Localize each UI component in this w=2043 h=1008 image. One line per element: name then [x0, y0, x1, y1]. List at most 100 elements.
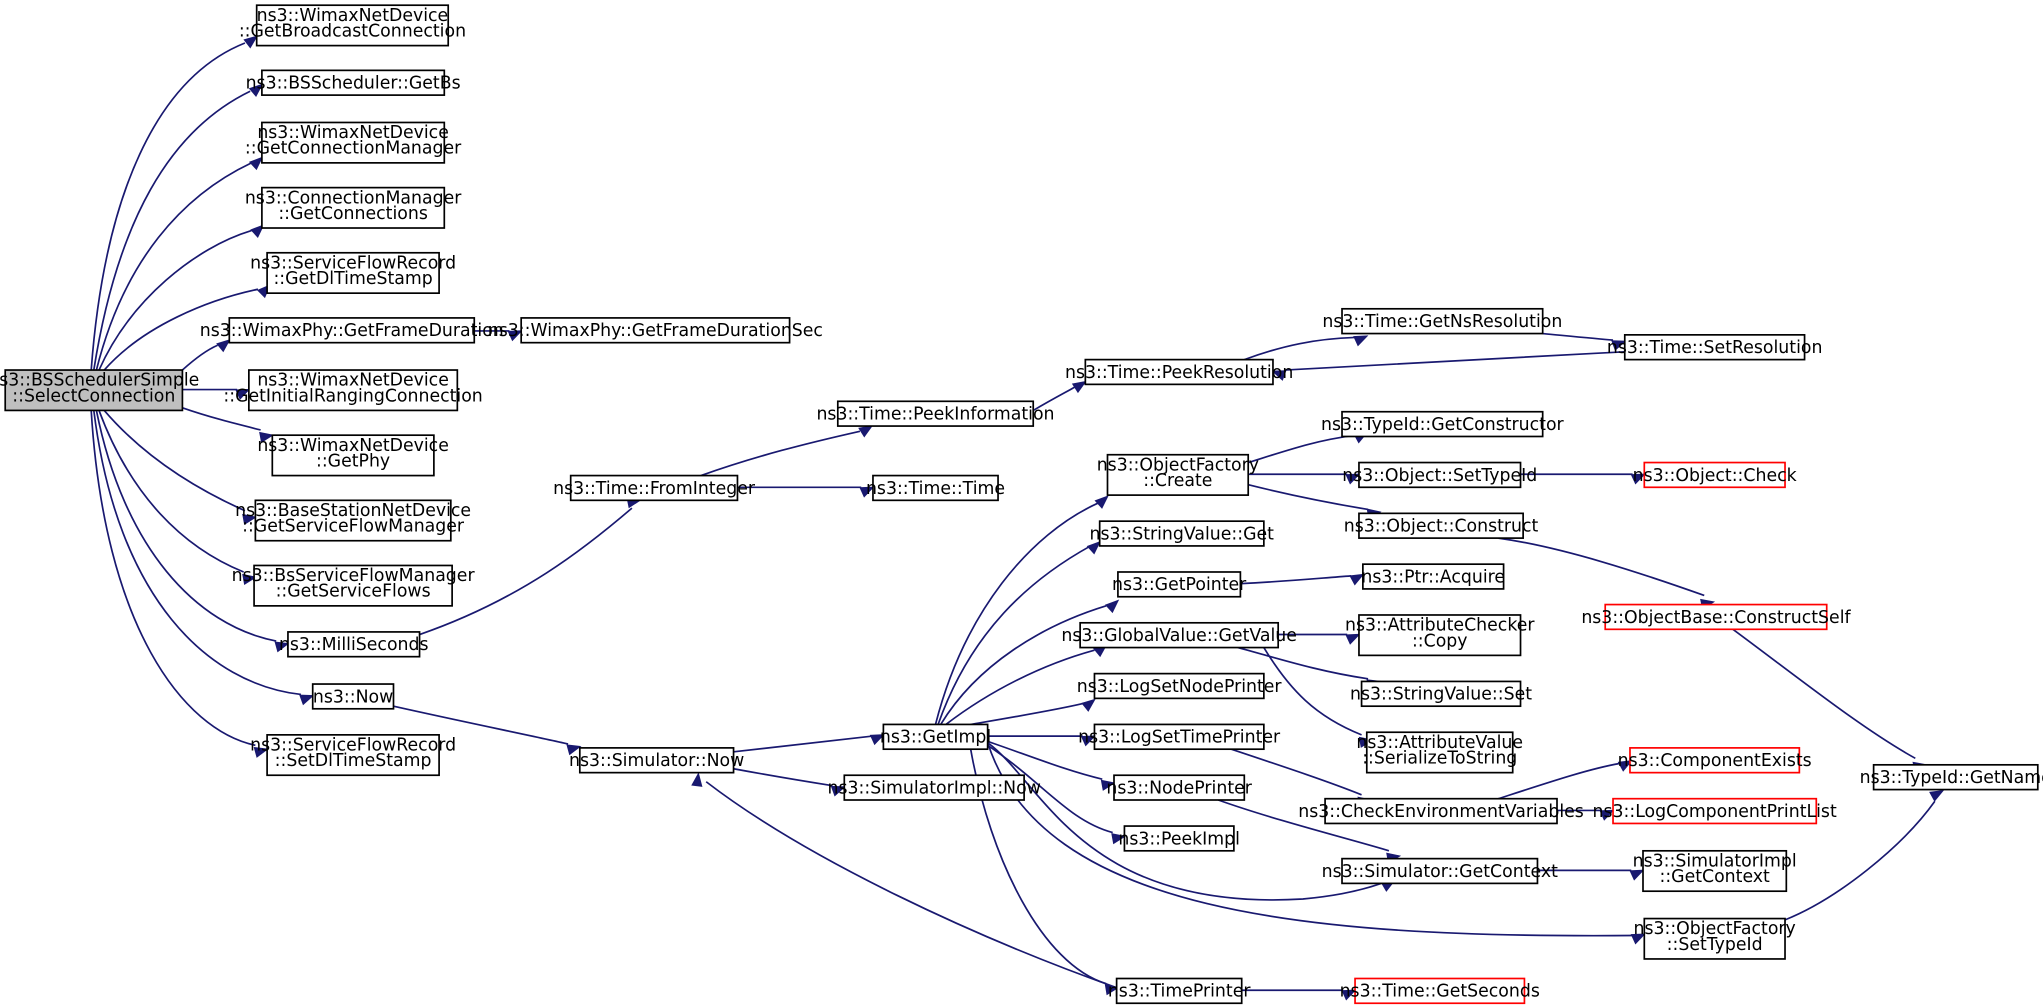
node-logComponentPrintList[interactable]: ns3::LogComponentPrintList: [1593, 797, 1837, 825]
node-nodePrinter[interactable]: ns3::NodePrinter: [1106, 774, 1253, 801]
node-typeIdGetConstructor[interactable]: ns3::TypeId::GetConstructor: [1321, 410, 1565, 438]
node-getServiceFlows[interactable]: ns3::BsServiceFlowManager::GetServiceFlo…: [232, 564, 476, 607]
node-label: ns3::BSSchedulerSimple: [0, 371, 199, 391]
node-fromInteger[interactable]: ns3::Time::FromInteger: [553, 474, 756, 502]
node-stringValueGet[interactable]: ns3::StringValue::Get: [1090, 520, 1275, 547]
edge-line: [1237, 646, 1369, 680]
arrow-head: [1629, 869, 1645, 881]
node-milliSeconds[interactable]: ns3::MilliSeconds: [279, 631, 429, 658]
edge-getImpl-nodePrinter: [987, 740, 1116, 791]
node-getBroadcastConnection[interactable]: ns3::WimaxNetDevice::GetBroadcastConnect…: [239, 4, 466, 47]
node-label: ns3::BsServiceFlowManager: [232, 566, 476, 586]
edge-line: [1248, 483, 1369, 511]
edge-getImpl-objectFactorySetTypeId: [986, 742, 1646, 945]
node-simulatorImplNow[interactable]: ns3::SimulatorImpl::Now: [828, 774, 1041, 801]
node-logSetNodePrinter[interactable]: ns3::LogSetNodePrinter: [1077, 672, 1283, 700]
node-box: [1365, 731, 1514, 774]
node-objectFactorySetTypeId[interactable]: ns3::ObjectFactory::SetTypeId: [1634, 917, 1796, 960]
node-box: [266, 251, 440, 295]
node-peekImpl[interactable]: ns3::PeekImpl: [1118, 825, 1240, 852]
node-label: ::GetInitialRangingConnection: [223, 386, 482, 406]
node-getFrameDurationSec[interactable]: ns3::WimaxPhy::GetFrameDurationSec: [488, 317, 823, 344]
arrow-head: [1100, 779, 1116, 791]
node-label: ::SelectConnection: [12, 386, 175, 406]
node-getImpl[interactable]: ns3::GetImpl: [880, 723, 991, 751]
node-label: ns3::CheckEnvironmentVariables: [1298, 802, 1584, 822]
node-label: ::GetContext: [1659, 867, 1770, 887]
node-box: [1093, 672, 1265, 700]
node-box: [1358, 614, 1522, 657]
node-typeIdGetName[interactable]: ns3::TypeId::GetName: [1860, 763, 2043, 791]
node-label: ns3::GlobalValue::GetValue: [1061, 626, 1297, 646]
node-box: [253, 564, 453, 607]
edge-line: [92, 410, 302, 696]
node-componentExists[interactable]: ns3::ComponentExists: [1618, 747, 1812, 774]
node-attributeValueSerialize[interactable]: ns3::AttributeValue::SerializeToString: [1356, 731, 1523, 774]
node-attributeCheckerCopy[interactable]: ns3::AttributeChecker::Copy: [1345, 614, 1535, 657]
edge-root-getFrameDuration: [181, 338, 231, 371]
node-timePrinter[interactable]: ns3::TimePrinter: [1108, 977, 1252, 1005]
node-peekResolution[interactable]: ns3::Time::PeekResolution: [1065, 358, 1293, 386]
edge-line: [986, 742, 1633, 937]
node-objectBaseConstructSelf[interactable]: ns3::ObjectBase::ConstructSelf: [1581, 603, 1852, 631]
node-now[interactable]: ns3::Now: [311, 683, 395, 710]
node-label: ns3::Object::SetTypeId: [1342, 466, 1537, 486]
node-objectFactoryCreate[interactable]: ns3::ObjectFactory::Create: [1097, 453, 1259, 496]
node-label: ::GetConnectionManager: [245, 139, 462, 159]
edge-root-getInitialRangingConnection: [182, 388, 251, 400]
node-box: [1113, 774, 1246, 801]
node-simulatorImplGetContext[interactable]: ns3::SimulatorImpl::GetContext: [1633, 849, 1797, 893]
node-globalValueGetValue[interactable]: ns3::GlobalValue::GetValue: [1061, 621, 1297, 649]
node-checkEnvironmentVariables[interactable]: ns3::CheckEnvironmentVariables: [1298, 797, 1584, 825]
node-simulatorGetContext[interactable]: ns3::Simulator::GetContext: [1322, 857, 1558, 885]
node-getNsResolution[interactable]: ns3::Time::GetNsResolution: [1322, 307, 1562, 335]
arrow-head: [243, 35, 259, 49]
node-box: [1360, 680, 1522, 708]
edge-line: [1498, 537, 1705, 597]
node-getInitialRangingConnection[interactable]: ns3::WimaxNetDevice::GetInitialRangingCo…: [223, 369, 483, 412]
node-label: ::GetServiceFlows: [276, 582, 431, 602]
arrow-head: [1630, 933, 1646, 945]
node-setResolution[interactable]: ns3::Time::SetResolution: [1607, 334, 1823, 361]
edge-checkEnvironmentVariables-logComponentPrintList: [1557, 809, 1615, 821]
edge-peekInformation-peekResolution: [1032, 380, 1087, 412]
node-box: [1324, 797, 1558, 825]
node-label: ns3::ConnectionManager: [245, 188, 462, 208]
node-label: ns3::Now: [313, 687, 393, 707]
node-label: ns3::BaseStationNetDevice: [235, 501, 471, 521]
node-box: [1354, 977, 1526, 1005]
node-logSetTimePrinter[interactable]: ns3::LogSetTimePrinter: [1078, 723, 1281, 751]
node-box: [1123, 825, 1235, 852]
edge-line: [181, 344, 218, 371]
node-box: [271, 434, 435, 477]
node-getDlTimeStamp[interactable]: ns3::ServiceFlowRecord::GetDlTimeStamp: [250, 251, 456, 295]
node-getPointer[interactable]: ns3::GetPointer: [1112, 571, 1247, 598]
node-getServiceFlowManager[interactable]: ns3::BaseStationNetDevice::GetServiceFlo…: [235, 499, 471, 542]
node-label: ns3::TypeId::GetName: [1860, 768, 2043, 788]
node-ptrAcquire[interactable]: ns3::Ptr::Acquire: [1361, 563, 1505, 590]
node-root[interactable]: ns3::BSSchedulerSimple::SelectConnection: [0, 369, 199, 412]
node-getConnections[interactable]: ns3::ConnectionManager::GetConnections: [245, 186, 462, 229]
node-objectCheck[interactable]: ns3::Object::Check: [1633, 461, 1797, 489]
node-peekInformation[interactable]: ns3::Time::PeekInformation: [816, 400, 1055, 427]
node-label: ns3::WimaxPhy::GetFrameDurationSec: [488, 321, 823, 341]
node-getFrameDuration[interactable]: ns3::WimaxPhy::GetFrameDuration: [200, 317, 504, 344]
edge-getImpl-logSetTimePrinter: [987, 735, 1097, 747]
arrow-head: [1080, 735, 1097, 747]
node-label: ns3::Time::FromInteger: [553, 479, 756, 499]
node-simulatorNow[interactable]: ns3::Simulator::Now: [569, 747, 744, 774]
node-objectSetTypeId[interactable]: ns3::Object::SetTypeId: [1342, 461, 1537, 489]
node-getConnectionManager[interactable]: ns3::WimaxNetDevice::GetConnectionManage…: [245, 121, 462, 164]
node-timeGetSeconds[interactable]: ns3::Time::GetSeconds: [1340, 977, 1540, 1005]
node-label: ns3::Time::GetSeconds: [1340, 982, 1540, 1002]
node-getPhy[interactable]: ns3::WimaxNetDevice::GetPhy: [257, 434, 449, 477]
node-stringValueSet[interactable]: ns3::StringValue::Set: [1350, 680, 1532, 708]
node-getBs[interactable]: ns3::BSScheduler::GetBs: [246, 69, 461, 96]
edge-fromInteger-timeTime: [737, 486, 875, 498]
node-timeTime[interactable]: ns3::Time::Time: [866, 474, 1005, 502]
arrow-head: [250, 224, 265, 238]
node-objectConstruct[interactable]: ns3::Object::Construct: [1344, 512, 1539, 539]
arrow-head: [1599, 809, 1615, 821]
arrow-head: [248, 156, 264, 171]
node-setDlTimeStamp[interactable]: ns3::ServiceFlowRecord::SetDlTimeStamp: [250, 734, 456, 777]
